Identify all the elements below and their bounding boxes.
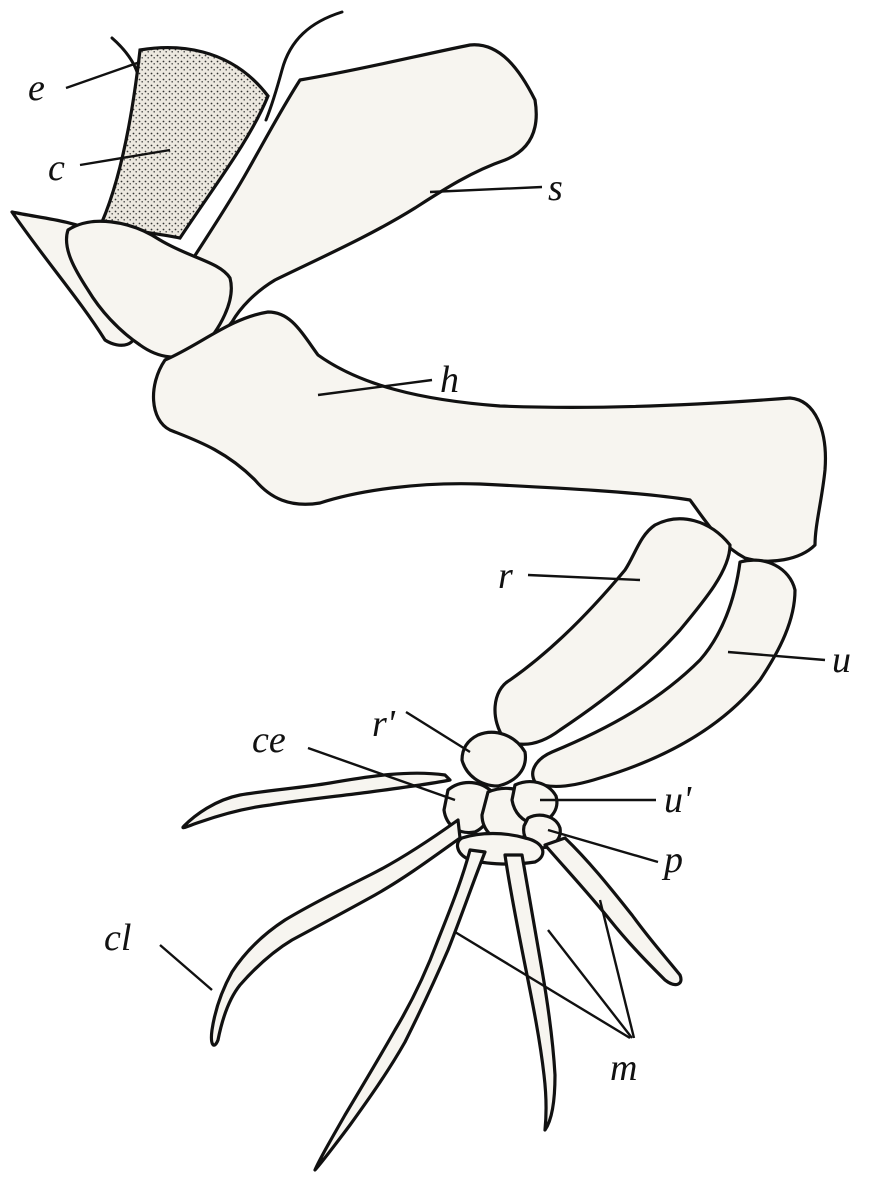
- label-cl: cl: [104, 917, 131, 959]
- coracoid-bone: [99, 46, 270, 240]
- leader-p: [547, 828, 659, 864]
- leader-ce: [307, 746, 456, 802]
- leader-c: [79, 148, 171, 167]
- leader-m-c: [598, 899, 636, 1039]
- leader-u: [727, 650, 826, 662]
- digit-5: [543, 836, 683, 987]
- digit-2: [209, 818, 462, 1047]
- leader-r-prime: [405, 710, 471, 754]
- label-ce: ce: [252, 719, 286, 761]
- digit-1: [181, 771, 452, 830]
- scapula-bone: [162, 43, 538, 348]
- radiale-bone: [460, 730, 527, 788]
- leader-m-a: [454, 930, 631, 1040]
- leader-r: [527, 573, 641, 582]
- digit-4: [503, 853, 557, 1132]
- label-p: p: [661, 839, 683, 881]
- leader-e: [65, 60, 141, 90]
- leader-s: [429, 185, 543, 194]
- digit-3: [313, 848, 487, 1172]
- suprascapula-edge: [264, 10, 344, 122]
- label-r: r: [498, 555, 513, 597]
- label-u: u: [832, 639, 851, 681]
- leader-m-b: [547, 929, 633, 1039]
- radius-bone: [493, 517, 732, 746]
- label-e: e: [28, 67, 45, 109]
- leader-cl: [159, 944, 213, 991]
- humerus-bone: [152, 310, 828, 563]
- leader-h: [317, 378, 433, 397]
- label-m: m: [610, 1047, 637, 1089]
- label-c: c: [48, 147, 65, 189]
- label-s: s: [548, 167, 563, 209]
- label-u-prime: u': [664, 779, 692, 821]
- ulna-bone: [531, 558, 797, 788]
- label-h: h: [440, 359, 459, 401]
- label-r-prime: r': [372, 703, 396, 745]
